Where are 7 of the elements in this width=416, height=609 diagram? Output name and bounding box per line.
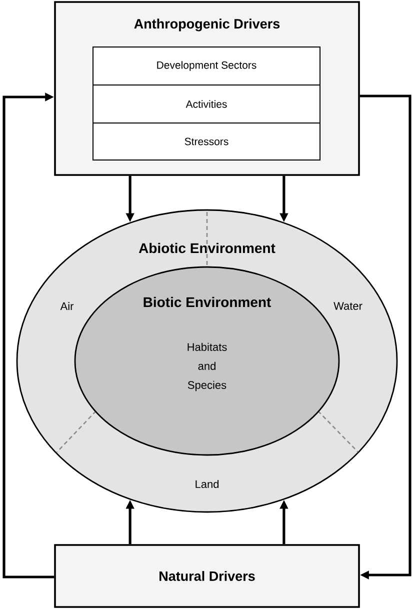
arrow — [360, 94, 412, 580]
arrow — [2, 92, 54, 578]
table-row: Activities — [92, 84, 320, 124]
table-row: Stressors — [92, 122, 320, 160]
driver-box: Natural Drivers — [54, 544, 360, 608]
table-row: Development Sectors — [92, 46, 320, 86]
region-label: Land — [196, 480, 219, 488]
